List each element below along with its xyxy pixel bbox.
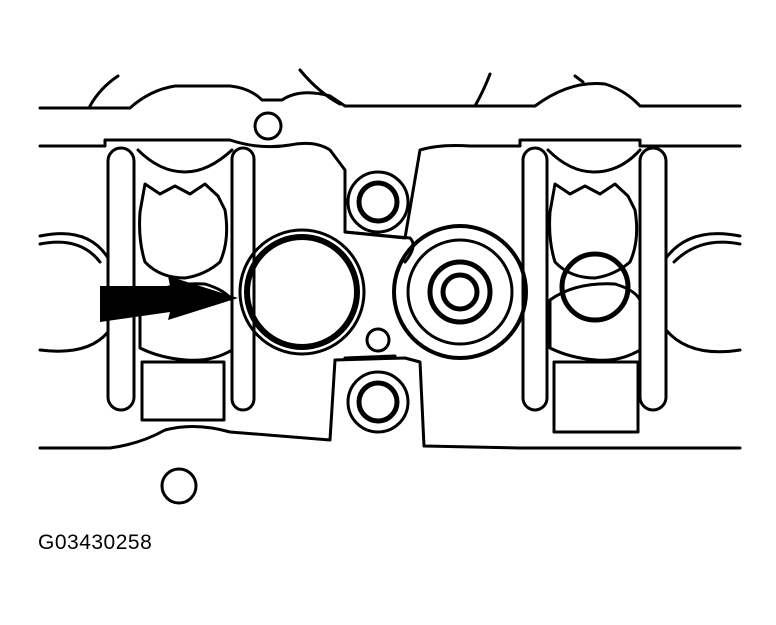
lifter-far-left xyxy=(38,232,110,353)
valve-pocket-right xyxy=(546,148,642,280)
boss-ring-upper-outer xyxy=(346,170,410,234)
upper-curve-mid xyxy=(298,68,342,106)
lifter-far-right-inner xyxy=(672,240,742,264)
pointer-arrow xyxy=(100,276,238,322)
center-contour-upper xyxy=(343,230,415,264)
shim-block-left xyxy=(140,360,226,422)
boss-ring-upper xyxy=(356,180,400,224)
valve-pocket-right-lower xyxy=(548,282,642,362)
upper-curve-left xyxy=(88,74,120,108)
top-casting-edge xyxy=(38,81,742,110)
valve-lifter-target xyxy=(244,234,360,350)
spark-plug-tube-inner xyxy=(427,259,493,325)
bolt-hole-top xyxy=(253,111,283,141)
valve-lifter-target-outer xyxy=(238,228,366,356)
upper-tick-right xyxy=(573,74,585,84)
head-lower-outline xyxy=(38,356,742,450)
rail-left-2 xyxy=(230,146,256,412)
figure-code: G03430258 xyxy=(38,531,153,554)
lifter-far-left-inner xyxy=(38,240,102,264)
spark-plug-tube-core xyxy=(440,272,480,312)
shim-block-right xyxy=(552,360,640,434)
bolt-hole-center xyxy=(365,327,391,353)
lifter-far-right xyxy=(664,232,742,354)
upper-curve-right xyxy=(473,72,492,108)
boss-ring-lower-outer xyxy=(346,370,410,434)
center-contour-lower xyxy=(343,354,397,360)
valve-lifter-right xyxy=(559,251,631,323)
rail-right-2 xyxy=(638,146,668,412)
spark-plug-tube-mid xyxy=(406,238,514,346)
head-outline xyxy=(38,138,742,240)
boss-ring-lower xyxy=(356,380,400,424)
valve-pocket-left xyxy=(136,148,234,280)
rail-left-1 xyxy=(106,146,136,412)
bolt-hole-bottom xyxy=(160,467,198,505)
spark-plug-tube-outer xyxy=(392,224,528,360)
